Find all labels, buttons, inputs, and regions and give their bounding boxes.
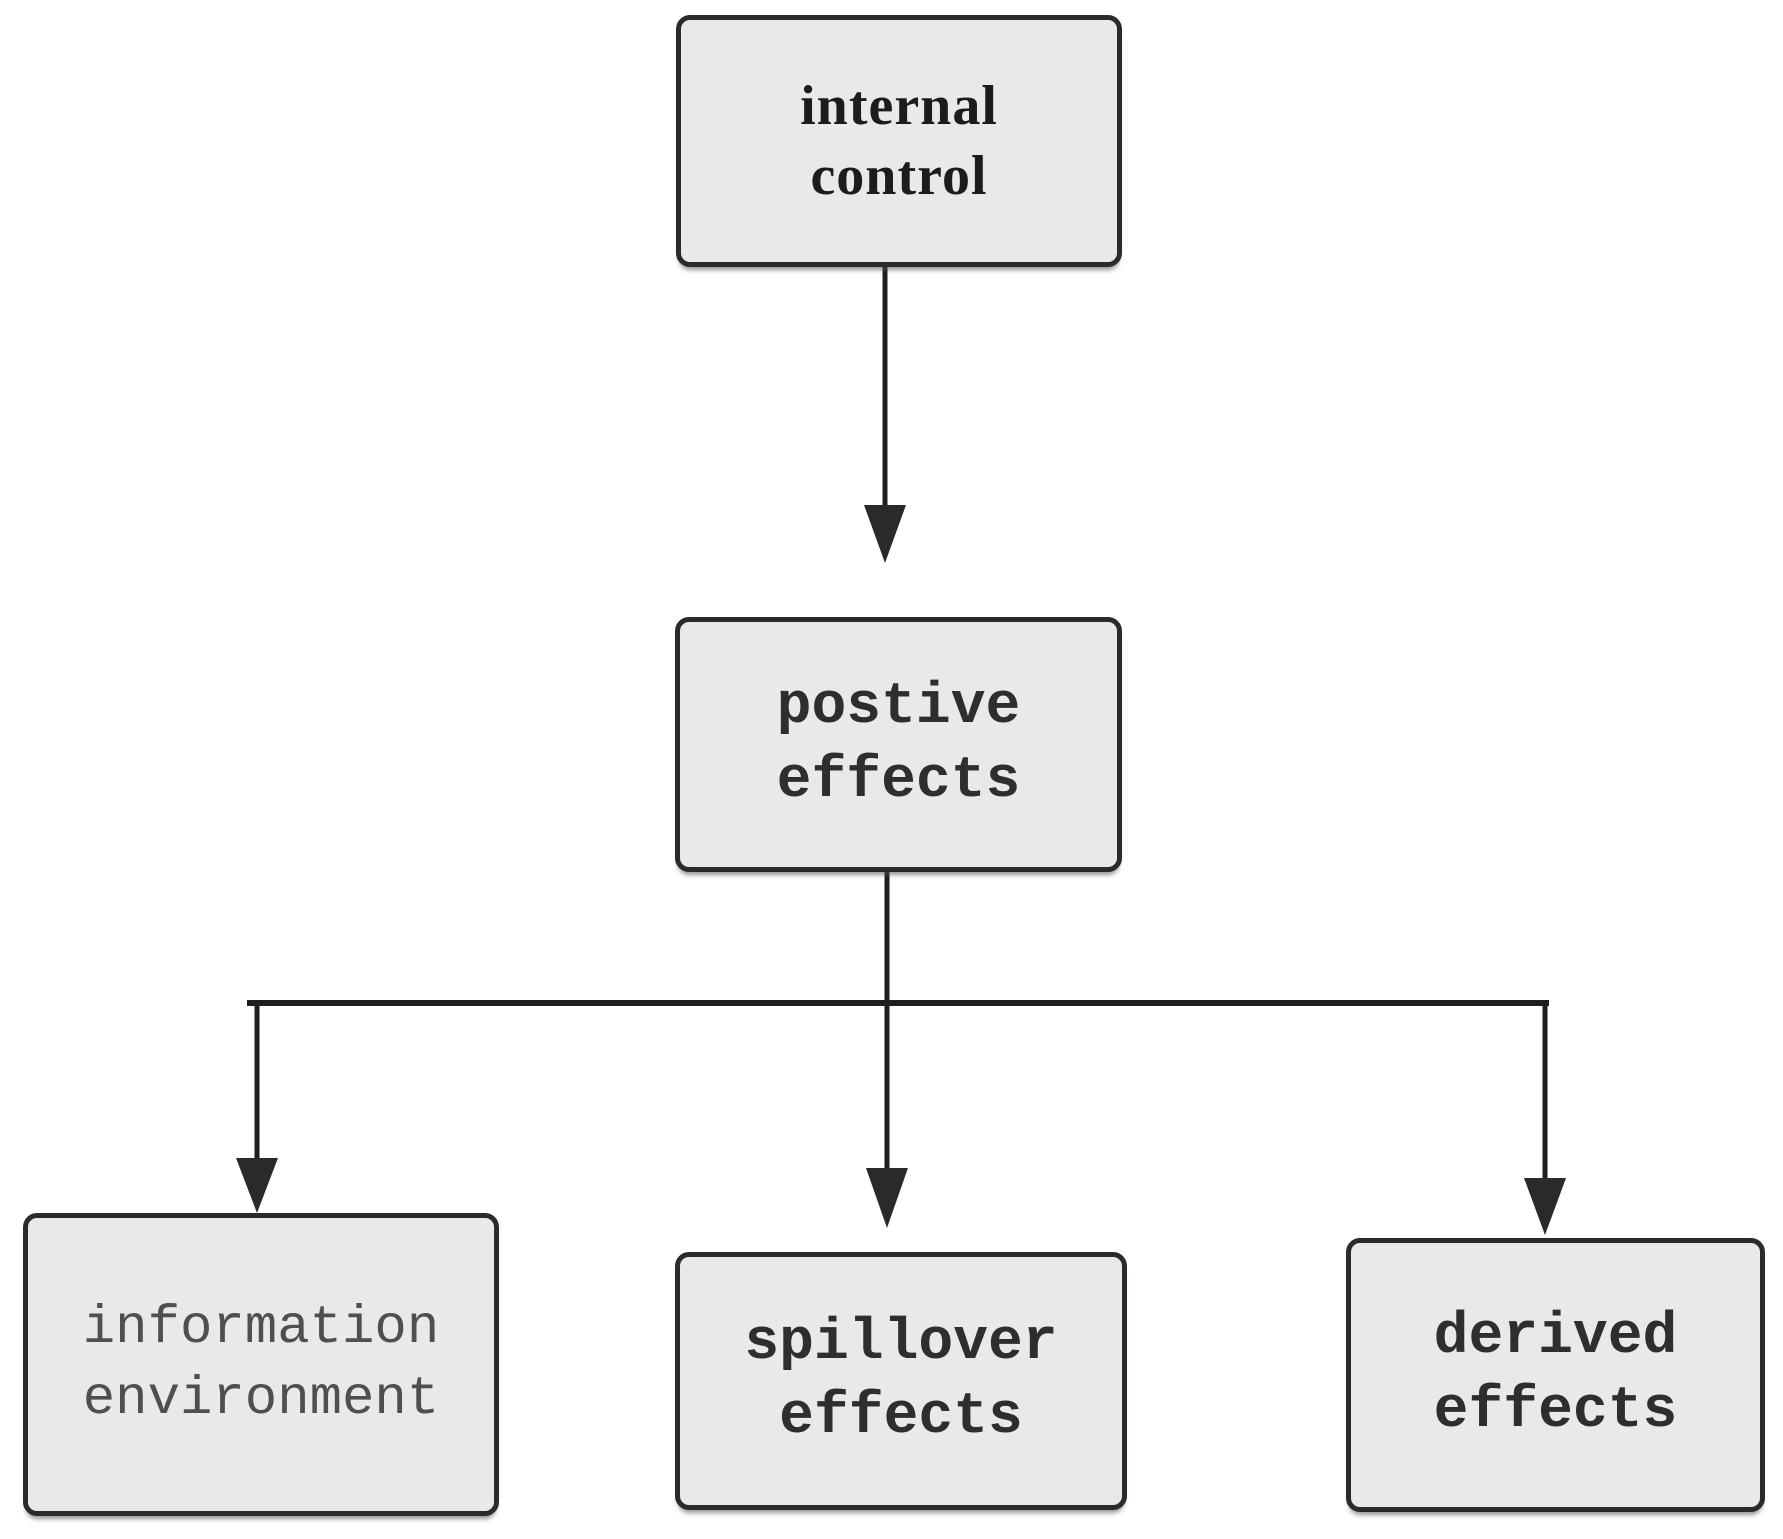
node-derived-effects-label: derived effects [1433, 1305, 1678, 1444]
node-information-environment: information environment [23, 1213, 499, 1516]
node-spillover-effects: spillover effects [675, 1252, 1127, 1510]
edge-internal-to-positive-arrowhead-icon [864, 505, 906, 563]
edge-to-derived-arrowhead-icon [1524, 1178, 1566, 1235]
edge-to-information-arrowhead-icon [236, 1158, 278, 1213]
edge-to-spillover-arrowhead-icon [866, 1168, 908, 1228]
node-positive-effects-label: postive effects [776, 674, 1021, 814]
node-derived-effects: derived effects [1346, 1238, 1765, 1512]
node-information-environment-label: information environment [82, 1298, 440, 1430]
node-internal-control: internal control [676, 15, 1122, 267]
node-spillover-effects-label: spillover effects [744, 1311, 1058, 1450]
node-internal-control-label: internal control [800, 75, 998, 207]
node-positive-effects: postive effects [675, 617, 1122, 872]
